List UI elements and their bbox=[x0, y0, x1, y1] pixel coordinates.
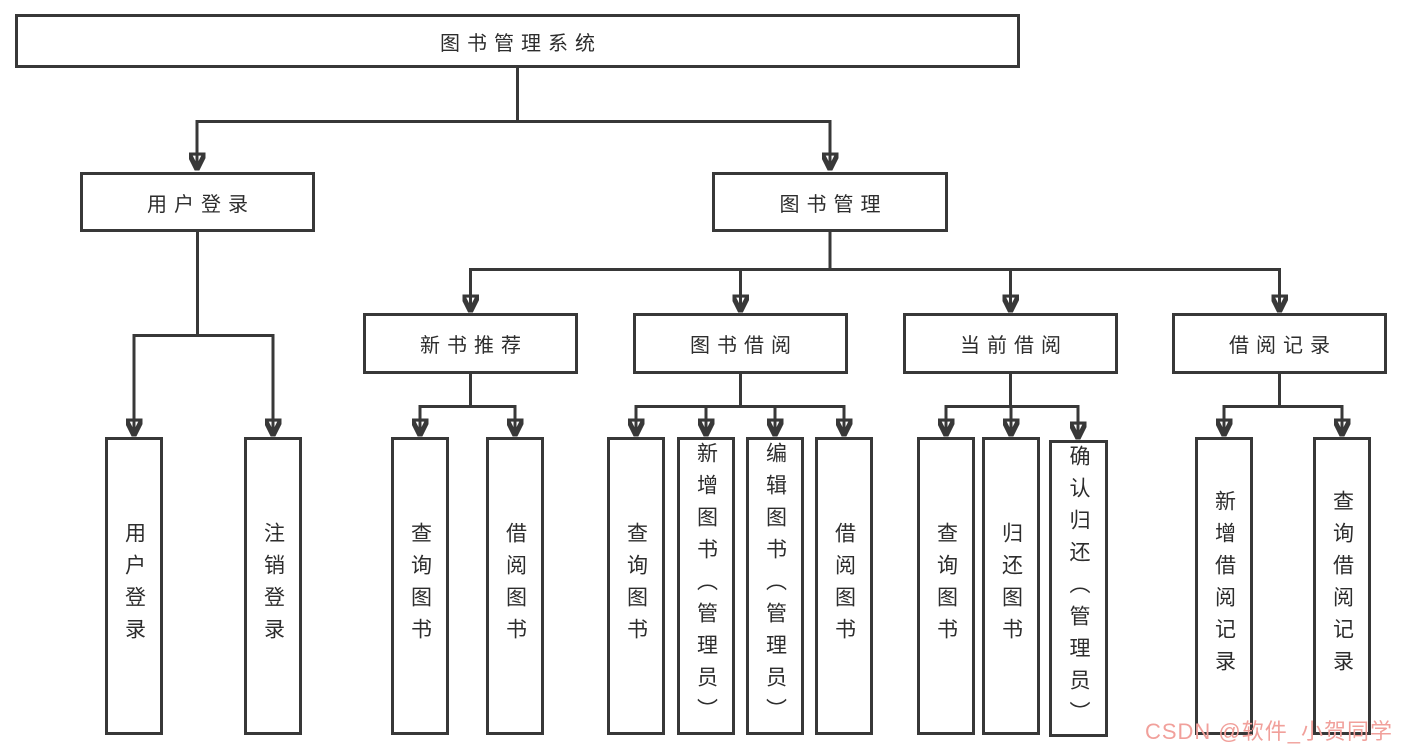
node-label: 图书管理系统 bbox=[440, 32, 602, 55]
leaf-label: 编辑图书（管理员） bbox=[763, 442, 787, 730]
leaf-query-books-current: 查询图书 bbox=[917, 437, 975, 735]
leaf-logout: 注销登录 bbox=[244, 437, 302, 735]
leaf-label: 借阅图书 bbox=[503, 522, 527, 650]
node-book-borrowing: 图书借阅 bbox=[633, 313, 848, 374]
node-label: 图书管理 bbox=[779, 193, 888, 216]
leaf-borrow-books: 借阅图书 bbox=[815, 437, 873, 735]
csdn-watermark: CSDN @软件_小贺同学 bbox=[1144, 719, 1393, 744]
leaf-label: 新增借阅记录 bbox=[1212, 490, 1236, 682]
leaf-edit-books-admin: 编辑图书（管理员） bbox=[746, 437, 804, 735]
leaf-query-books-borrow: 查询图书 bbox=[607, 437, 665, 735]
leaf-query-borrow-record: 查询借阅记录 bbox=[1313, 437, 1371, 735]
leaf-label: 新增图书（管理员） bbox=[694, 442, 718, 730]
leaf-label: 归还图书 bbox=[999, 522, 1023, 650]
node-current-borrowing: 当前借阅 bbox=[903, 313, 1118, 374]
leaf-borrow-books-recommend: 借阅图书 bbox=[486, 437, 544, 735]
leaf-label: 用户登录 bbox=[122, 522, 146, 650]
leaf-label: 查询图书 bbox=[408, 522, 432, 650]
node-label: 当前借阅 bbox=[960, 335, 1068, 357]
node-label: 用户登录 bbox=[147, 193, 255, 216]
node-new-book-recommendation: 新书推荐 bbox=[363, 313, 578, 374]
leaf-label: 查询图书 bbox=[934, 522, 958, 650]
node-book-management: 图书管理 bbox=[712, 172, 948, 232]
node-label: 图书借阅 bbox=[690, 335, 798, 357]
node-label: 新书推荐 bbox=[420, 335, 528, 357]
leaf-label: 确认归还（管理员） bbox=[1067, 444, 1090, 733]
connector-user-login-bus bbox=[134, 232, 273, 337]
leaf-return-books: 归还图书 bbox=[982, 437, 1040, 735]
node-borrowing-records: 借阅记录 bbox=[1172, 313, 1387, 374]
leaf-label: 注销登录 bbox=[261, 522, 285, 650]
leaf-confirm-return-admin: 确认归还（管理员） bbox=[1049, 440, 1108, 737]
leaf-user-login: 用户登录 bbox=[105, 437, 163, 735]
node-label: 借阅记录 bbox=[1229, 335, 1337, 357]
node-library-management-system: 图书管理系统 bbox=[15, 14, 1020, 68]
connector-current-borrowing-bus bbox=[946, 374, 1078, 408]
leaf-label: 查询图书 bbox=[624, 522, 648, 650]
connector-new-book-bus bbox=[420, 374, 515, 408]
leaf-add-books-admin: 新增图书（管理员） bbox=[677, 437, 735, 735]
leaf-label: 借阅图书 bbox=[832, 522, 856, 650]
node-user-login: 用户登录 bbox=[80, 172, 315, 232]
leaf-add-borrow-record: 新增借阅记录 bbox=[1195, 437, 1253, 735]
leaf-query-books-recommend: 查询图书 bbox=[391, 437, 449, 735]
leaf-label: 查询借阅记录 bbox=[1330, 490, 1354, 682]
connector-book-management-bus bbox=[470, 232, 1280, 271]
connector-borrowing-records-bus bbox=[1224, 374, 1342, 408]
connector-root-bus bbox=[197, 68, 830, 123]
connector-book-borrowing-bus bbox=[636, 374, 844, 408]
